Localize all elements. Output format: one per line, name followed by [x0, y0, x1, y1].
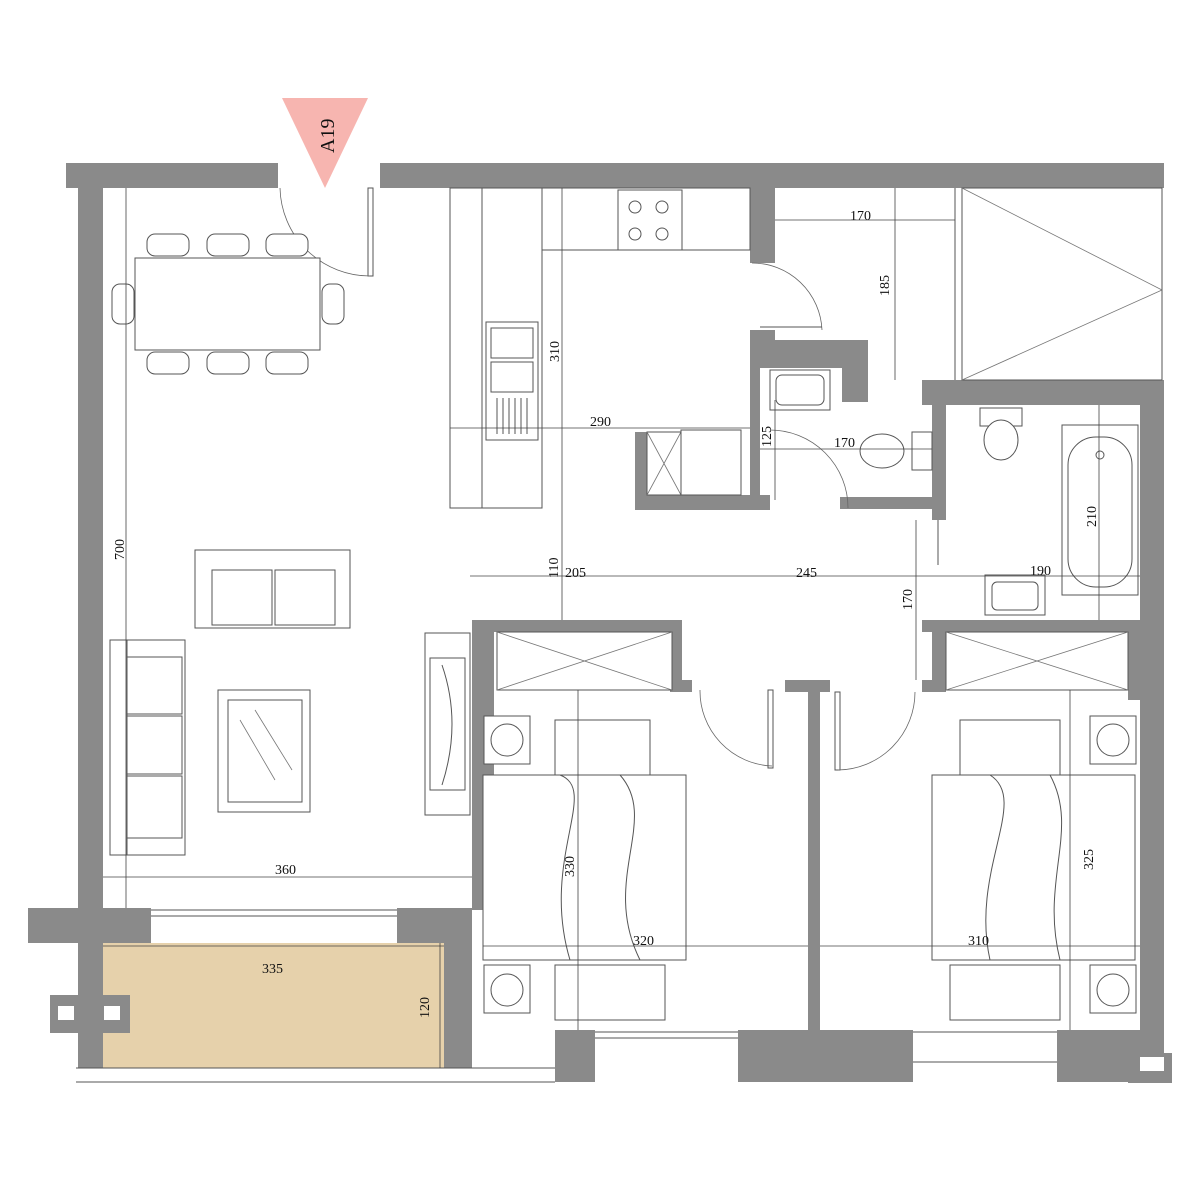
vent-shaft-corner: [1140, 1057, 1164, 1071]
bed-bedroom-2: [931, 719, 1136, 1021]
dim-kitchen-height: 310: [548, 341, 563, 362]
cooktop: [617, 189, 683, 251]
nightstand-2: [483, 964, 531, 1014]
chair: [206, 351, 250, 375]
dim-balcony-width: 335: [262, 962, 283, 977]
balcony-area: [103, 943, 444, 1068]
chair: [146, 351, 190, 375]
exterior-walls: [28, 163, 1172, 1083]
entry-marker-label: A19: [317, 119, 339, 153]
chair: [111, 283, 135, 325]
wc-door[interactable]: [769, 429, 849, 509]
dim-living-height: 700: [113, 539, 128, 560]
bathtub: [1061, 424, 1139, 596]
dim-wc-width: 170: [834, 436, 855, 451]
vent-shaft-left: [58, 1006, 74, 1020]
dim-bedroom2-depth: 325: [1082, 849, 1097, 870]
dim-bedroom2-width: 310: [968, 934, 989, 949]
bedroom-2-door[interactable]: [834, 691, 916, 771]
wardrobe-bedroom-2: [945, 631, 1129, 691]
nightstand-1: [483, 715, 531, 765]
sofa-top: [194, 549, 351, 629]
closet-top-right: [961, 187, 1163, 381]
dim-kitchen-width: 290: [590, 415, 611, 430]
dim-hall-gap: 110: [547, 558, 562, 578]
chair: [265, 233, 309, 257]
sofa-left: [109, 639, 186, 856]
dim-hall-205: 205: [565, 566, 586, 581]
interior-walls: [472, 188, 1140, 1030]
dim-bedroom1-width: 320: [633, 934, 654, 949]
bedroom-1-door[interactable]: [699, 689, 774, 769]
closet-door[interactable]: [751, 262, 823, 331]
bath-toilet: [979, 407, 1023, 461]
dim-tub-length: 210: [1085, 506, 1100, 527]
dim-living-width: 360: [275, 863, 296, 878]
bed-bedroom-1: [482, 719, 687, 1021]
wardrobe-bedroom-1: [496, 631, 673, 691]
entry-marker: A19: [282, 98, 368, 188]
bath-basin: [984, 574, 1046, 616]
dim-bath-190: 190: [1030, 564, 1051, 579]
vent-shaft-right: [104, 1006, 120, 1020]
chair: [265, 351, 309, 375]
wc-basin: [769, 369, 831, 411]
chair: [321, 283, 345, 325]
dim-bedroom1-depth: 330: [563, 856, 578, 877]
fridge: [646, 429, 742, 496]
kitchen-sink: [485, 321, 539, 441]
dim-wc-depth: 125: [760, 426, 775, 447]
chair: [206, 233, 250, 257]
dim-hall-245: 245: [796, 566, 817, 581]
dim-closet-width: 170: [850, 209, 871, 224]
dining-set: [111, 233, 345, 375]
tv-unit: [424, 632, 471, 816]
nightstand-4: [1089, 964, 1137, 1014]
dimension-lines: [103, 188, 1140, 1068]
chair: [146, 233, 190, 257]
wc-toilet: [859, 431, 933, 471]
coffee-table: [217, 689, 311, 813]
nightstand-3: [1089, 715, 1137, 765]
dim-closet-height: 185: [878, 275, 893, 296]
dim-balcony-depth: 120: [418, 997, 433, 1018]
dimension-labels: 700 360 335 120 310 290 170 185 125 170 …: [113, 209, 1100, 1018]
dim-bath-170: 170: [901, 589, 916, 610]
